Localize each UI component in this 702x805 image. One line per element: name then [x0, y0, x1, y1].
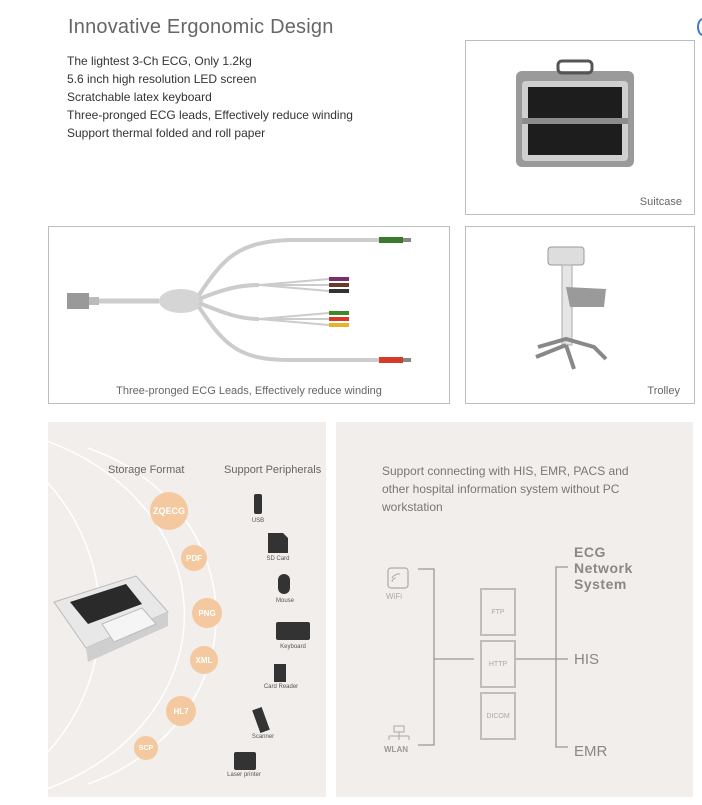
- format-hl7: HL7: [166, 696, 196, 726]
- trolley-caption: Trolley: [647, 385, 680, 397]
- suitcase-figure: Suitcase: [465, 40, 695, 215]
- http-document: HTTP: [480, 640, 516, 688]
- emr-label: EMR: [574, 743, 608, 760]
- feature-item: 5.6 inch high resolution LED screen: [67, 72, 257, 86]
- storage-format-heading: Storage Format: [108, 464, 185, 476]
- usb-icon: [254, 494, 262, 514]
- laser-printer-icon: [234, 752, 256, 770]
- network-description: Support connecting with HIS, EMR, PACS a…: [382, 464, 629, 514]
- ecg-leads-image: [67, 237, 411, 363]
- scanner-label: Scanner: [251, 734, 275, 740]
- ecg-leads-figure: Three-pronged ECG Leads, Effectively red…: [48, 226, 450, 404]
- page-title: Innovative Ergonomic Design: [68, 16, 334, 38]
- card-reader-icon: [274, 664, 286, 682]
- format-scp: SCP: [134, 736, 158, 760]
- trolley-image: [535, 246, 608, 370]
- network-lines: [387, 566, 568, 748]
- edge-icon: [697, 18, 702, 36]
- sd-card-icon: [268, 533, 288, 553]
- feature-item: Three-pronged ECG leads, Effectively red…: [67, 108, 353, 122]
- trolley-figure: Trolley: [465, 226, 695, 404]
- leads-caption: Three-pronged ECG Leads, Effectively red…: [116, 385, 382, 397]
- ecg-network-system-label: ECG Network System: [574, 544, 633, 592]
- network-panel: Support connecting with HIS, EMR, PACS a…: [336, 422, 693, 797]
- laser-printer-label: Laser printer: [227, 772, 261, 778]
- mouse-label: Mouse: [275, 598, 294, 604]
- suitcase-image: [516, 59, 634, 167]
- feature-item: The lightest 3-Ch ECG, Only 1.2kg: [67, 54, 252, 68]
- format-png: PNG: [192, 598, 222, 628]
- format-zqecg: ZQECG: [150, 492, 188, 530]
- format-pdf: PDF: [181, 545, 207, 571]
- his-label: HIS: [574, 651, 600, 668]
- ftp-document: FTP: [480, 588, 516, 636]
- format-xml: XML: [190, 646, 218, 674]
- storage-peripherals-panel: Storage Format Support Peripherals ZQECG…: [48, 422, 326, 797]
- dicom-document: DICOM: [480, 692, 516, 740]
- card-reader-label: Card Reader: [263, 684, 299, 690]
- ecg-device-image: [53, 575, 169, 662]
- feature-list: The lightest 3-Ch ECG, Only 1.2kg 5.6 in…: [67, 52, 353, 142]
- feature-item: Support thermal folded and roll paper: [67, 126, 266, 140]
- wifi-label: WiFi: [386, 592, 402, 601]
- sd-card-label: SD Card: [266, 556, 290, 562]
- feature-item: Scratchable latex keyboard: [67, 90, 212, 104]
- wlan-label: WLAN: [384, 745, 408, 754]
- support-peripherals-heading: Support Peripherals: [224, 464, 322, 476]
- keyboard-label: Keyboard: [280, 644, 306, 650]
- suitcase-caption: Suitcase: [639, 196, 682, 208]
- keyboard-icon: [276, 622, 310, 640]
- usb-label: USB: [251, 518, 265, 524]
- mouse-icon: [278, 574, 290, 594]
